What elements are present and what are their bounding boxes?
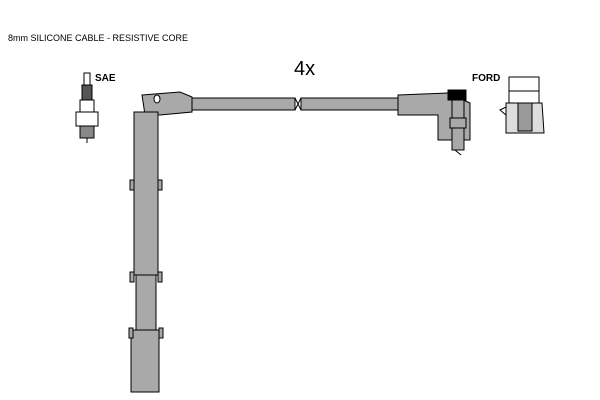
right-angle-boot-icon [397,89,471,156]
cable [191,97,399,111]
quantity-label: 4x [294,58,316,80]
ford-terminal-icon [499,76,545,134]
sae-label: SAE [95,73,116,84]
long-boot-icon [128,91,193,393]
spark-plug-icon [75,72,99,143]
diagram-title: 8mm SILICONE CABLE - RESISTIVE CORE [8,33,189,43]
ford-label: FORD [472,73,501,84]
